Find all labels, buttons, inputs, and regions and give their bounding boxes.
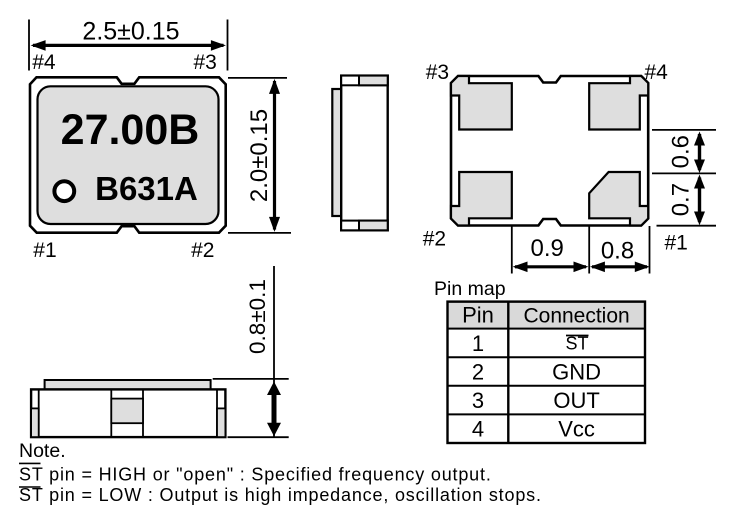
svg-text:2.5±0.15: 2.5±0.15 [82,18,179,46]
svg-text:Vcc: Vcc [558,417,595,442]
svg-text:#4: #4 [645,61,669,84]
svg-text:0.6: 0.6 [667,135,694,168]
svg-text:#4: #4 [32,51,56,74]
svg-text:ST pin = HIGH or "open" : Spec: ST pin = HIGH or "open" : Specified freq… [19,465,492,485]
svg-text:0.8: 0.8 [601,238,634,265]
svg-text:ST pin = LOW : Output is high: ST pin = LOW : Output is high impedance,… [19,485,542,505]
svg-text:4: 4 [472,417,484,442]
svg-text:ST: ST [565,334,588,354]
svg-text:#3: #3 [426,61,449,84]
svg-text:27.00B: 27.00B [61,106,200,154]
svg-text:2: 2 [472,359,484,384]
svg-text:#2: #2 [423,228,446,251]
svg-text:Note.: Note. [19,440,66,462]
svg-text:3: 3 [472,388,484,413]
svg-text:Pin map: Pin map [434,278,506,300]
svg-text:#3: #3 [194,51,217,74]
svg-text:GND: GND [552,359,601,384]
svg-text:Connection: Connection [523,304,629,327]
svg-text:Pin: Pin [462,302,494,327]
svg-text:0.7: 0.7 [667,183,694,216]
svg-text:2.0±0.15: 2.0±0.15 [246,109,273,202]
svg-text:0.9: 0.9 [531,235,564,262]
svg-text:#1: #1 [33,239,56,262]
svg-text:B631A: B631A [95,170,198,207]
svg-text:OUT: OUT [553,388,599,413]
svg-text:1: 1 [472,331,484,356]
svg-text:0.8±0.1: 0.8±0.1 [245,279,270,354]
svg-text:#2: #2 [191,239,214,262]
svg-text:#1: #1 [665,232,688,255]
